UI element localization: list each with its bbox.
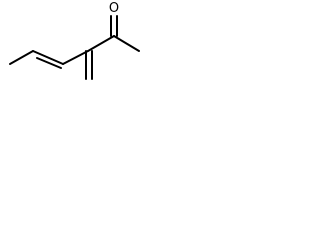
bond-c2-c3 xyxy=(32,50,64,65)
bond-c6-c7 xyxy=(113,35,140,52)
oxygen-atom-label: O xyxy=(109,1,119,16)
bond-c2-c3-second-line xyxy=(36,57,62,69)
skeletal-structure-diagram: O xyxy=(9,1,140,80)
bond-c1-c2 xyxy=(9,50,34,65)
bond-c4-c6 xyxy=(87,35,115,52)
bond-c3-c4 xyxy=(62,50,89,65)
